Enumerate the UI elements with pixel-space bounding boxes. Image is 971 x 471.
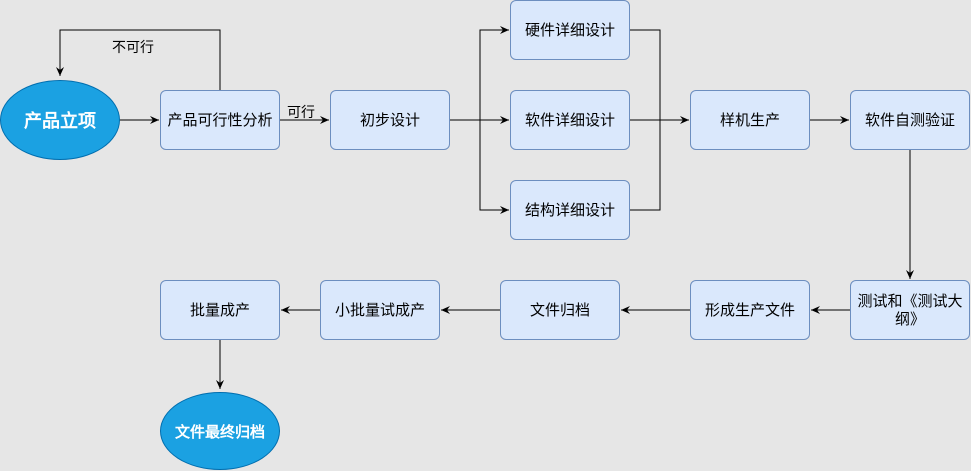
archive-label: 文件归档 — [529, 301, 590, 319]
not-feasible-label: 不可行 — [112, 40, 154, 56]
hardware-label: 硬件详细设计 — [524, 21, 615, 39]
edge-preliminary-structure — [479, 120, 509, 214]
prototype-node: 样机生产 — [690, 90, 810, 150]
selftest-label: 软件自测验证 — [864, 111, 955, 129]
edge-structure-prototype — [630, 120, 661, 211]
preliminary-node: 初步设计 — [330, 90, 450, 150]
testing-label: 测试和《测试大纲》 — [857, 292, 963, 328]
hardware-node: 硬件详细设计 — [510, 0, 630, 60]
edge-not-feasible — [56, 29, 221, 90]
mass-node: 批量成产 — [160, 280, 280, 340]
software-node: 软件详细设计 — [510, 90, 630, 150]
edge-hardware-prototype — [630, 29, 661, 120]
mass-label: 批量成产 — [189, 301, 250, 319]
prodfiles-node: 形成生产文件 — [690, 280, 810, 340]
testing-node: 测试和《测试大纲》 — [850, 280, 970, 340]
edge-preliminary-hardware — [450, 26, 509, 121]
final-node: 文件最终归档 — [160, 392, 280, 470]
start-label: 产品立项 — [24, 111, 96, 132]
start-node: 产品立项 — [0, 80, 120, 160]
prototype-label: 样机生产 — [719, 111, 780, 129]
selftest-node: 软件自测验证 — [850, 90, 970, 150]
final-label: 文件最终归档 — [174, 422, 265, 441]
pilot-node: 小批量试成产 — [320, 280, 440, 340]
feasibility-node: 产品可行性分析 — [160, 90, 280, 150]
prodfiles-label: 形成生产文件 — [704, 301, 795, 319]
software-label: 软件详细设计 — [524, 111, 615, 129]
pilot-label: 小批量试成产 — [334, 301, 425, 319]
feasible-label: 可行 — [287, 105, 315, 121]
structure-label: 结构详细设计 — [524, 201, 615, 219]
structure-node: 结构详细设计 — [510, 180, 630, 240]
feasibility-label: 产品可行性分析 — [167, 111, 273, 129]
preliminary-label: 初步设计 — [359, 111, 420, 129]
archive-node: 文件归档 — [500, 280, 620, 340]
